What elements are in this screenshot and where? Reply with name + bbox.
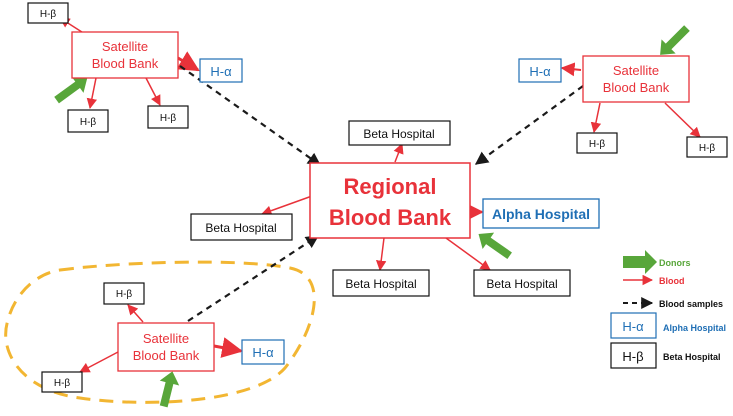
legend-hb-box: H-β [622, 349, 643, 364]
legend: Donors Blood Blood samples H-α Alpha Hos… [610, 250, 726, 369]
legend-ha-label: Alpha Hospital [663, 323, 726, 333]
beta-hospital-bottom: Beta Hospital [332, 269, 430, 297]
blood-arrow [664, 102, 701, 138]
donor-arrow [54, 76, 88, 104]
regional-blood-bank: Regional Blood Bank [309, 162, 471, 239]
legend-samples-label: Blood samples [659, 299, 723, 309]
alpha-hospital-main: Alpha Hospital [482, 198, 600, 229]
legend-blood-label: Blood [659, 276, 685, 286]
beta-hospital-right: Beta Hospital [473, 269, 571, 297]
beta-hospital-top: Beta Hospital [348, 120, 451, 146]
satellite-label-line2: Blood Bank [92, 56, 159, 71]
satellite-label-line2: Blood Bank [603, 80, 670, 95]
blood-arrow [261, 195, 313, 216]
h-alpha-box-top-left: H-α [199, 58, 243, 83]
h-beta-label: H-β [54, 378, 71, 389]
satellite-label-line1: Satellite [613, 63, 659, 78]
blood-arrow [86, 77, 98, 110]
legend-hb-label: Beta Hospital [663, 352, 721, 362]
satellite-label-line1: Satellite [102, 39, 148, 54]
blood-arrow [445, 237, 491, 271]
legend-donor-arrow-icon [623, 250, 657, 274]
blood-arrow [393, 143, 404, 163]
regional-title-line2: Blood Bank [329, 205, 452, 230]
beta-hospital-label: Beta Hospital [205, 221, 276, 235]
h-alpha-box-top-right: H-α [518, 58, 562, 83]
blood-arrow [560, 62, 582, 77]
blood-arrow [145, 77, 161, 106]
satellite-label-line1: Satellite [143, 331, 189, 346]
h-beta-box: H-β [103, 282, 145, 305]
beta-hospital-label: Beta Hospital [363, 127, 434, 141]
h-alpha-label: H-α [210, 64, 232, 79]
alpha-hospital-label: Alpha Hospital [492, 206, 590, 222]
blood-arrow [590, 102, 602, 134]
legend-donors-label: Donors [659, 258, 691, 268]
blood-arrow [127, 304, 144, 323]
h-beta-box: H-β [147, 105, 189, 129]
satellite-blood-bank-bottom-left: Satellite Blood Bank [117, 322, 215, 372]
h-beta-box: H-β [67, 109, 109, 133]
h-beta-label: H-β [160, 113, 177, 124]
blood-arrows [59, 17, 701, 373]
h-beta-label: H-β [40, 9, 57, 20]
satellite-blood-bank-top-left: Satellite Blood Bank [71, 31, 179, 79]
beta-hospital-label: Beta Hospital [486, 277, 557, 291]
h-beta-label: H-β [116, 289, 133, 300]
beta-hospital-label: Beta Hospital [345, 277, 416, 291]
sample-arrow [187, 235, 320, 322]
blood-arrow [79, 351, 119, 373]
sample-arrows [179, 65, 584, 322]
blood-arrow [375, 237, 387, 272]
blood-arrow [213, 337, 244, 358]
sample-arrow [474, 85, 584, 165]
donor-arrow [159, 371, 180, 408]
h-beta-label: H-β [589, 139, 606, 150]
satellite-label-line2: Blood Bank [133, 348, 200, 363]
h-beta-label: H-β [80, 117, 97, 128]
h-beta-label: H-β [699, 143, 716, 154]
donor-arrow [660, 25, 690, 55]
h-alpha-label: H-α [252, 345, 274, 360]
satellite-region-outline [4, 260, 316, 404]
regional-title-line1: Regional [344, 174, 437, 199]
h-beta-box: H-β [576, 132, 618, 154]
h-beta-box: H-β [27, 2, 69, 24]
h-beta-box: H-β [41, 371, 83, 393]
h-alpha-box-bottom-left: H-α [241, 339, 285, 365]
satellite-blood-bank-top-right: Satellite Blood Bank [582, 55, 690, 103]
beta-hospital-left: Beta Hospital [190, 213, 293, 241]
blood-arrow [176, 51, 200, 72]
legend-ha-box: H-α [622, 319, 644, 334]
donor-arrow [478, 232, 512, 260]
donor-arrows [54, 25, 690, 408]
h-beta-box: H-β [686, 136, 728, 158]
h-alpha-label: H-α [529, 64, 551, 79]
